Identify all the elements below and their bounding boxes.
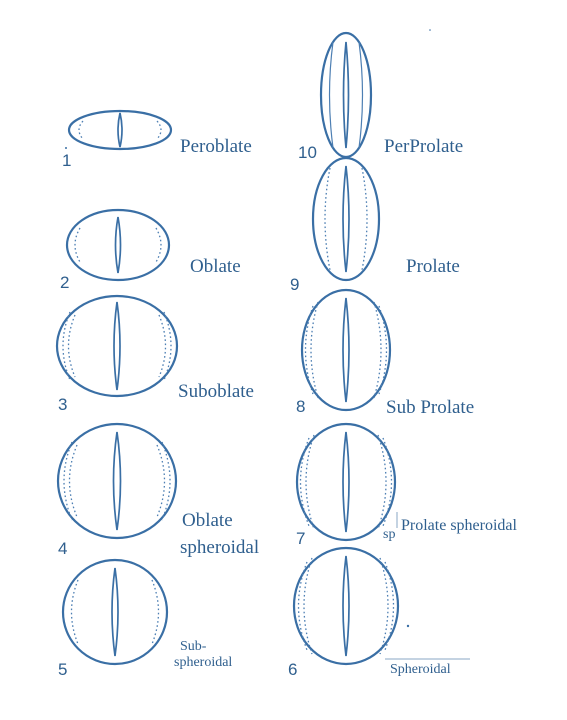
scan-speck (429, 29, 431, 31)
pollen-grain-perprolate (319, 31, 373, 159)
pollen-grain-spheroidal (292, 546, 400, 666)
shape-label-perprolate: PerProlate (384, 136, 463, 157)
shape-number-5: 5 (58, 660, 67, 679)
pollen-grain-suboblate (55, 294, 179, 398)
label-backdrop (385, 656, 465, 678)
pollen-grain-prolate-spheroidal (295, 422, 397, 542)
shape-label-suboblate: Suboblate (178, 381, 254, 402)
shape-label-subspheroidal-line-2: spheroidal (174, 655, 232, 670)
shape-number-9: 9 (290, 275, 299, 294)
shape-label-subprolate: Sub Prolate (386, 397, 474, 418)
shape-label-prolate-spheroidal: Prolate spheroidal (401, 517, 518, 534)
shape-number-3: 3 (58, 395, 67, 414)
pollen-grain-subprolate (300, 288, 392, 412)
shape-number-6: 6 (288, 660, 297, 679)
shape-label-oblate-spheroidal-line-2: spheroidal (180, 537, 259, 558)
scan-speck (406, 624, 410, 628)
shape-number-8: 8 (296, 397, 305, 416)
pollen-grain-subspheroidal (61, 558, 169, 666)
pollen-grain-peroblate (67, 109, 173, 151)
shape-number-1: 1 (62, 151, 71, 170)
stray-text-fragment: sp (383, 527, 395, 542)
shape-label-spheroidal: Spheroidal (390, 662, 451, 677)
scan-speck (65, 147, 67, 149)
label-backdrop (393, 509, 533, 535)
pollen-grain-prolate (311, 156, 381, 282)
shape-number-10: 10 (298, 143, 317, 162)
shape-number-2: 2 (60, 273, 69, 292)
shape-number-7: 7 (296, 529, 305, 548)
shape-label-peroblate: Peroblate (180, 136, 252, 157)
shape-label-prolate: Prolate (406, 256, 460, 277)
shape-label-oblate: Oblate (190, 256, 241, 277)
shape-label-subspheroidal-line-1: Sub- (180, 639, 207, 654)
pollen-grain-oblate (65, 208, 171, 282)
shape-label-oblate-spheroidal-line-1: Oblate (182, 510, 233, 531)
shape-number-4: 4 (58, 539, 67, 558)
pollen-grain-oblate-spheroidal (56, 422, 178, 540)
